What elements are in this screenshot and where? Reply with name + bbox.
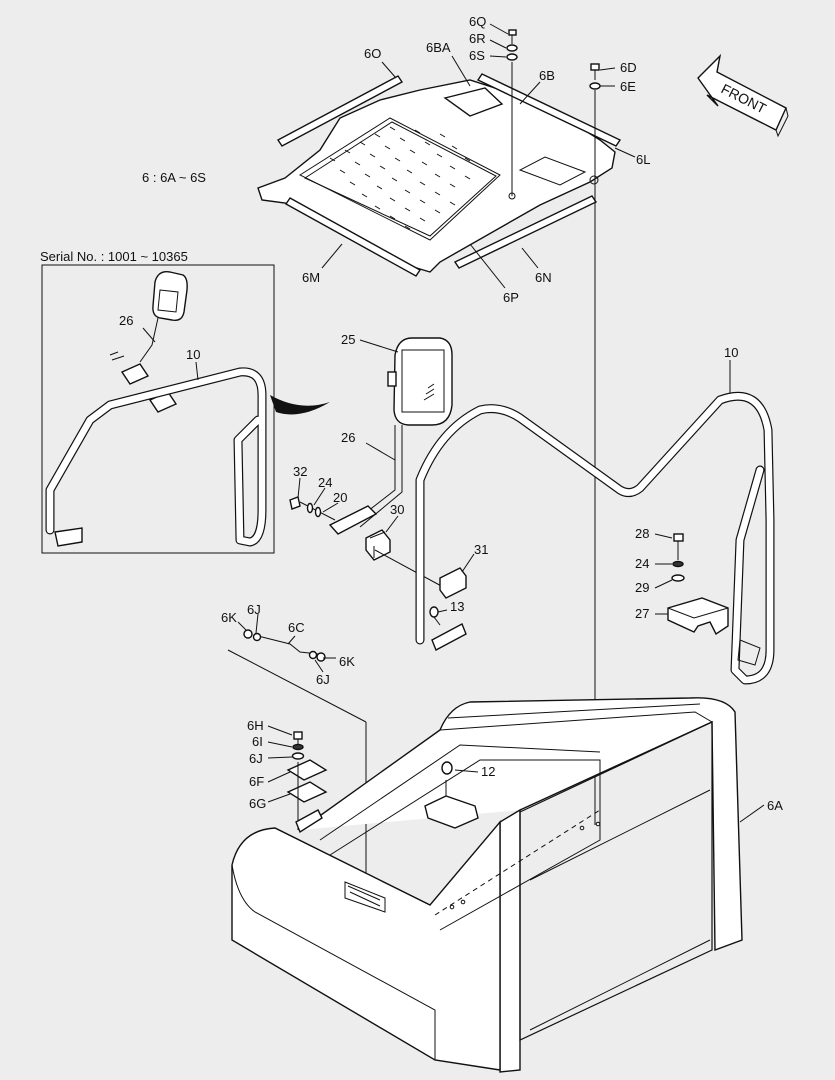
- callout-26: 26: [341, 430, 355, 445]
- callout-6b: 6B: [539, 68, 555, 83]
- bolt-32: [289, 496, 336, 521]
- callout-6g: 6G: [249, 796, 266, 811]
- callout-6j-bottom: 6J: [316, 672, 330, 687]
- callout-6e: 6E: [620, 79, 636, 94]
- roof-panel: [257, 79, 616, 273]
- bolt-6q: [506, 29, 518, 61]
- callout-6n: 6N: [535, 270, 552, 285]
- leader-lines: [142, 23, 765, 823]
- clamp-27: [667, 597, 729, 636]
- callout-32: 32: [293, 464, 307, 479]
- callout-6ba: 6BA: [426, 40, 451, 55]
- bolt-6d: [589, 63, 601, 90]
- callout-6h: 6H: [247, 718, 264, 733]
- callout-6c: 6C: [288, 620, 305, 635]
- callout-6m: 6M: [302, 270, 320, 285]
- frame-6a: [231, 697, 743, 1073]
- callout-6k-left: 6K: [221, 610, 237, 625]
- bolt-6h: [286, 731, 328, 803]
- callout-6f: 6F: [249, 774, 264, 789]
- strip-6o: [276, 75, 404, 147]
- callout-6o: 6O: [364, 46, 381, 61]
- callout-6q: 6Q: [469, 14, 486, 29]
- callout-25: 25: [341, 332, 355, 347]
- callout-28: 28: [635, 526, 649, 541]
- callout-10: 10: [724, 345, 738, 360]
- callout-6a: 6A: [767, 798, 783, 813]
- callout-6i: 6I: [252, 734, 263, 749]
- strip-6n: [453, 195, 598, 269]
- callout-6d: 6D: [620, 60, 637, 75]
- inset-box: Serial No. : 1001 ~ 10365: [40, 249, 275, 554]
- bolt-13: [429, 606, 441, 626]
- callout-31: 31: [474, 542, 488, 557]
- assembly-note: 6 : 6A ~ 6S: [142, 170, 206, 185]
- callout-24-left: 24: [318, 475, 332, 490]
- callout-6l: 6L: [636, 152, 650, 167]
- callout-29: 29: [635, 580, 649, 595]
- callout-20: 20: [333, 490, 347, 505]
- callout-6j-stack: 6J: [249, 751, 263, 766]
- mirror-25: [387, 337, 453, 426]
- callout-6p: 6P: [503, 290, 519, 305]
- bracket-31: [439, 567, 467, 599]
- callout-6s: 6S: [469, 48, 485, 63]
- arrow-inset-to-main: [270, 395, 330, 415]
- callout-27: 27: [635, 606, 649, 621]
- callout-12: 12: [481, 764, 495, 779]
- strip-6b: [476, 73, 622, 147]
- strip-6m: [284, 197, 422, 277]
- front-arrow: FRONT: [697, 53, 789, 138]
- callout-24-right: 24: [635, 556, 649, 571]
- callout-6j-top: 6J: [247, 602, 261, 617]
- callout-30: 30: [390, 502, 404, 517]
- callout-10-inset: 10: [186, 347, 200, 362]
- callout-6r: 6R: [469, 31, 486, 46]
- callout-13: 13: [450, 599, 464, 614]
- callout-26-inset: 26: [119, 313, 133, 328]
- bolt-28: [671, 533, 685, 582]
- rod-6c: [243, 629, 326, 662]
- callout-labels: 6Q 6R 6S 6O 6BA 6B 6D 6E 6L 6M 6N 6P 26 …: [119, 14, 783, 813]
- callout-6k-right: 6K: [339, 654, 355, 669]
- inset-title: Serial No. : 1001 ~ 10365: [40, 249, 188, 264]
